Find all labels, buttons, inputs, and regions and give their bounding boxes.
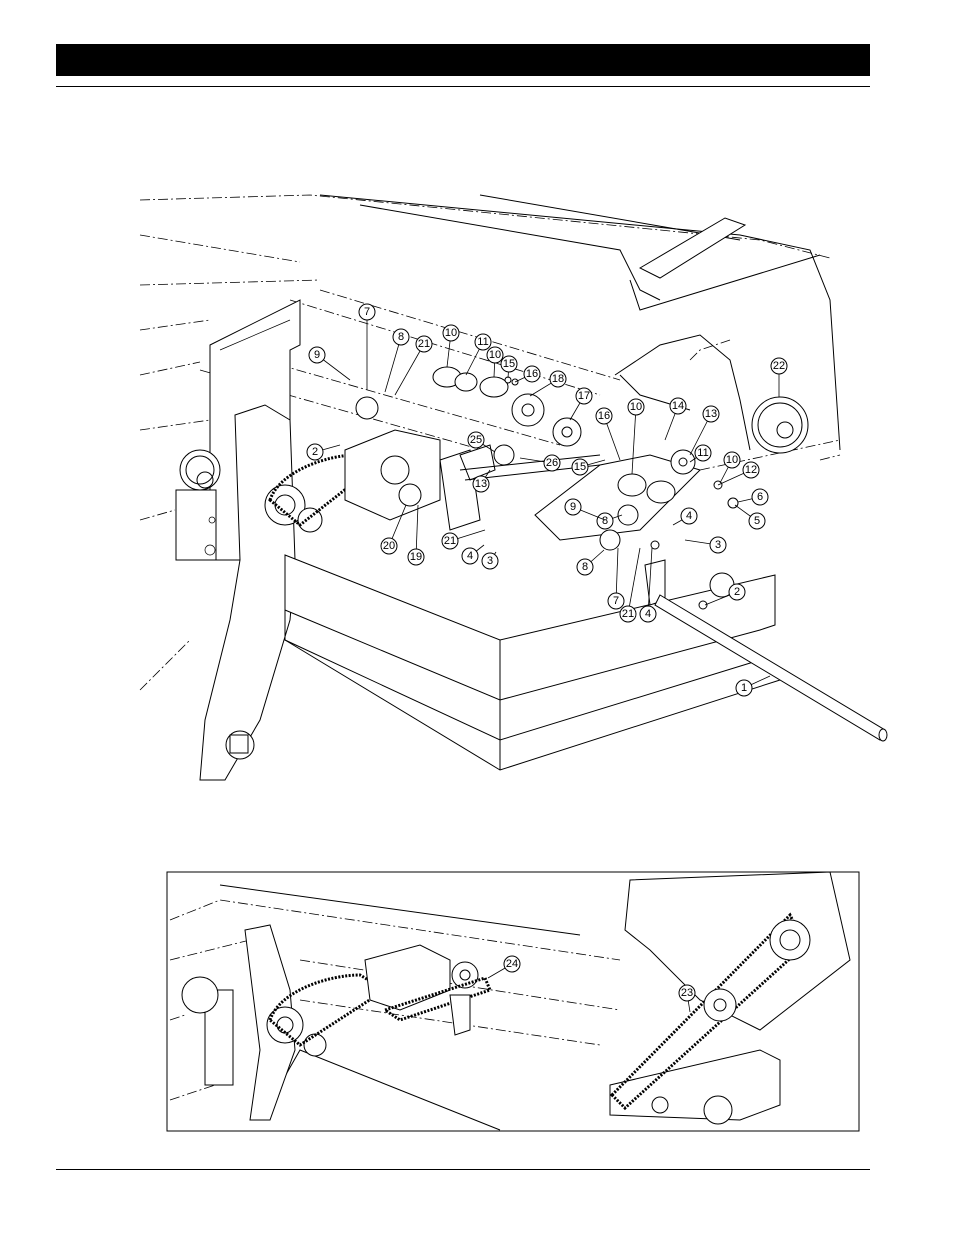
svg-text:3: 3 [715,539,721,551]
svg-text:9: 9 [570,501,576,513]
svg-text:4: 4 [645,608,651,620]
svg-text:2: 2 [312,446,318,458]
svg-text:19: 19 [410,551,422,563]
callout: 3 [685,537,726,553]
callout: 8 [385,329,409,392]
callout: 11 [690,445,711,462]
svg-text:16: 16 [526,368,538,380]
svg-text:16: 16 [598,410,610,422]
svg-text:15: 15 [503,358,515,370]
svg-text:21: 21 [418,338,430,350]
svg-text:4: 4 [686,510,692,522]
callout: 7 [608,548,624,609]
callout: 22 [771,358,787,397]
callout: 3 [482,552,498,569]
svg-text:10: 10 [445,327,457,339]
svg-text:14: 14 [672,400,684,412]
svg-text:5: 5 [754,515,760,527]
svg-text:21: 21 [622,608,634,620]
callout: 14 [665,398,686,440]
callout: 1 [736,676,770,696]
svg-text:10: 10 [726,454,738,466]
svg-text:22: 22 [773,360,785,372]
callout: 6 [738,489,768,505]
callout: 17 [570,388,592,420]
svg-text:24: 24 [506,958,518,970]
svg-text:1: 1 [741,682,747,694]
callout: 16 [596,408,620,460]
svg-text:23: 23 [681,987,693,999]
svg-text:7: 7 [364,306,370,318]
callout: 10 [720,452,740,483]
callout: 16 [515,366,540,382]
callout: 15 [501,356,517,378]
svg-text:6: 6 [757,491,763,503]
callout: 4 [462,545,484,564]
svg-text:2: 2 [734,586,740,598]
callout: 10 [487,347,503,377]
callout: 10 [443,325,459,367]
svg-text:25: 25 [470,434,482,446]
svg-text:21: 21 [444,535,456,547]
svg-text:4: 4 [467,550,473,562]
svg-text:13: 13 [475,478,487,490]
svg-text:8: 8 [398,331,404,343]
svg-text:9: 9 [314,349,320,361]
svg-text:26: 26 [546,457,558,469]
callout: 5 [735,505,765,529]
callout: 21 [442,530,485,549]
svg-text:11: 11 [477,336,488,348]
callout: 8 [577,550,604,575]
main-view-drawing [140,195,887,780]
callout: 19 [408,505,424,565]
callout: 4 [673,508,697,525]
svg-text:17: 17 [578,390,590,402]
callout: 7 [359,304,375,390]
svg-text:15: 15 [574,461,586,473]
svg-text:10: 10 [489,349,501,361]
svg-text:11: 11 [697,447,708,459]
svg-text:20: 20 [383,540,395,552]
svg-text:7: 7 [613,595,619,607]
svg-text:8: 8 [602,515,608,527]
inset-view [167,872,859,1131]
svg-text:12: 12 [745,464,757,476]
svg-text:18: 18 [552,373,564,385]
svg-text:13: 13 [705,408,717,420]
svg-text:8: 8 [582,561,588,573]
svg-text:3: 3 [487,555,493,567]
svg-text:10: 10 [630,401,642,413]
